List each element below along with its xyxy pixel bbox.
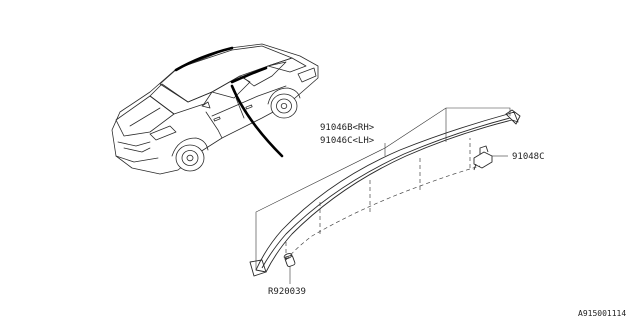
rivet-icon bbox=[283, 253, 296, 267]
roof-molding-highlight-upper bbox=[174, 46, 234, 72]
callout-clip: 91048C bbox=[512, 152, 545, 162]
diagram-reference-number: A915001114 bbox=[578, 309, 626, 318]
clip-icon bbox=[473, 145, 493, 171]
roof-molding-highlight-drop bbox=[230, 84, 284, 158]
leader-lines bbox=[255, 107, 511, 284]
callout-molding-lh: 91046C<LH> bbox=[320, 136, 375, 146]
roof-molding-icon bbox=[249, 109, 521, 277]
callout-fastener: R920039 bbox=[268, 287, 306, 297]
roof-molding-highlight-side bbox=[230, 66, 268, 84]
sedan-illustration-icon bbox=[111, 43, 319, 175]
callout-molding-rh: 91046B<RH> bbox=[320, 123, 375, 133]
